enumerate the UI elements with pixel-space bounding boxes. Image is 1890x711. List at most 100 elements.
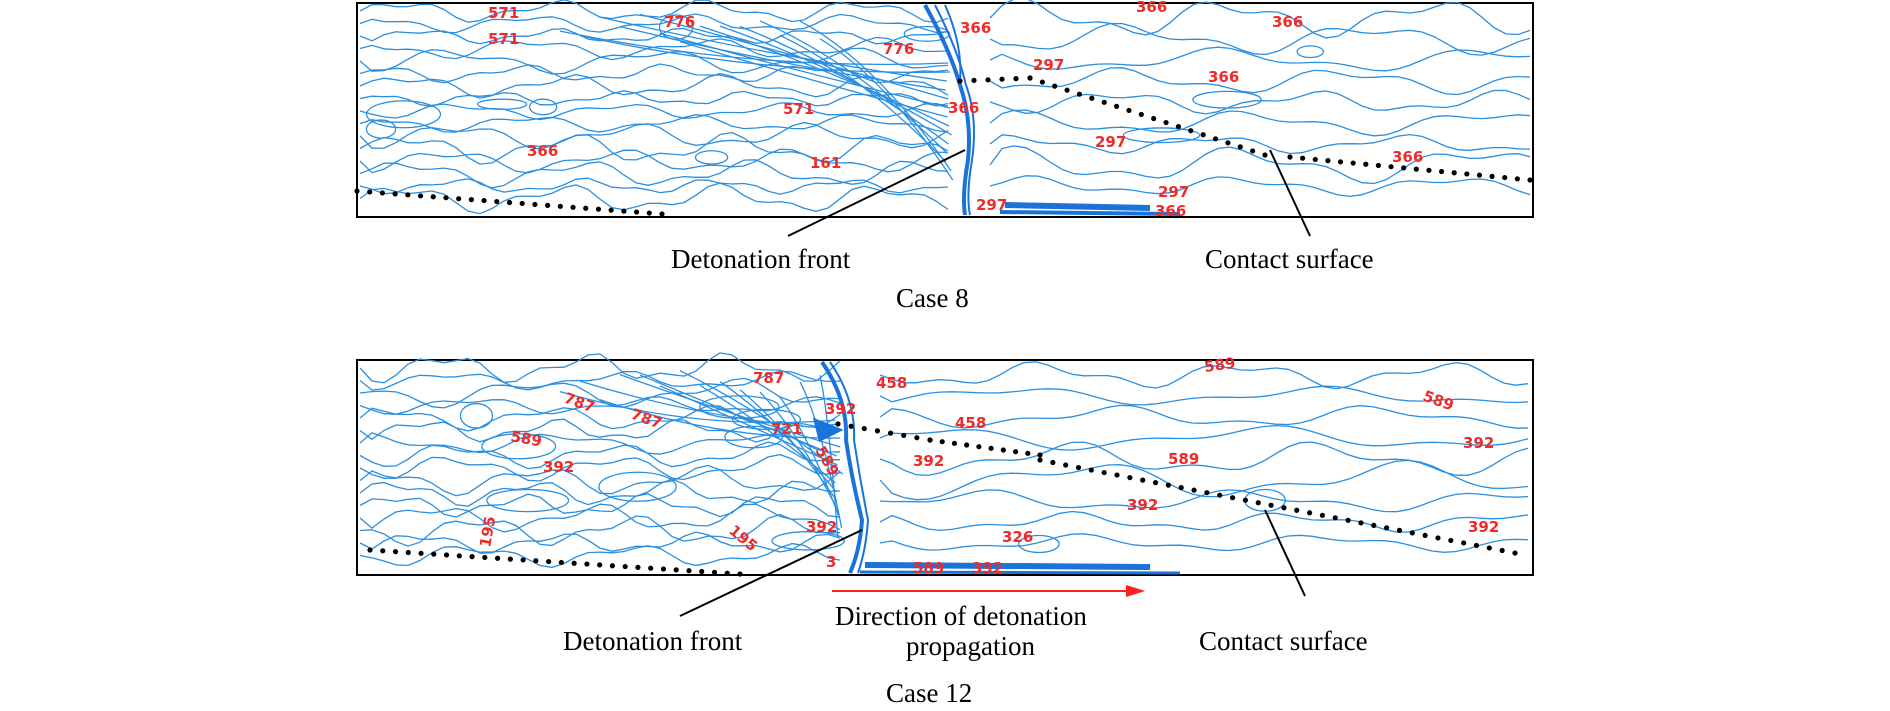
contact-surface-dot — [1165, 482, 1171, 488]
contact-surface-dot — [1075, 464, 1082, 471]
contour-line — [359, 0, 949, 24]
contact-surface-dot — [609, 563, 616, 569]
contact-surface-dot — [901, 432, 907, 439]
contact-surface-dot — [964, 442, 970, 448]
contour-label: 161 — [810, 154, 841, 172]
contact-surface-dot — [392, 549, 399, 555]
contact-surface-dot — [494, 198, 500, 205]
contour-line — [989, 22, 1531, 56]
contour-line — [359, 531, 841, 554]
contour-label: 297 — [976, 196, 1007, 214]
contact-surface-dot — [1451, 170, 1457, 176]
contact-surface-dot — [686, 568, 692, 574]
contour-line — [619, 25, 946, 91]
contact-surface-dot — [1268, 502, 1274, 508]
contact-surface-dot — [971, 77, 977, 83]
contact-surface-dot — [482, 554, 488, 561]
contact-surface-dot — [1025, 450, 1031, 456]
contour-line — [879, 533, 1529, 553]
contour-line — [879, 361, 1529, 390]
contact-surface-dot — [1076, 91, 1083, 97]
contour-line — [1192, 90, 1262, 109]
contact-surface-dot — [1188, 128, 1194, 134]
contact-surface-dot — [443, 195, 449, 201]
contact-surface-dot — [1204, 490, 1210, 496]
contact-surface-dot — [507, 556, 513, 562]
contact-surface-dot — [621, 208, 627, 214]
contour-line — [989, 109, 1531, 137]
contact-surface-dot — [1502, 174, 1508, 181]
contour-label: 366 — [1272, 13, 1303, 31]
contact-surface-dot — [1152, 480, 1159, 486]
detonation-front-label: Detonation front — [671, 244, 851, 274]
contact-surface-dot — [1294, 507, 1300, 513]
contact-surface-dot — [354, 188, 360, 194]
contact-surface-dot — [724, 570, 730, 576]
contour-line — [359, 27, 949, 45]
contour-line — [639, 13, 949, 100]
contact-surface-dot — [443, 552, 450, 558]
contact-surface-dot — [951, 440, 958, 446]
contact-surface-dot — [1332, 515, 1338, 521]
contact-surface-dot — [985, 77, 991, 83]
panel-case-8: 571 571 776 776 366 366 366 297 366 571 … — [354, 0, 1534, 313]
contact-surface-dot — [456, 196, 462, 202]
contour-line — [528, 98, 558, 116]
contact-surface-dot — [988, 445, 994, 451]
contour-label: 392 — [972, 559, 1003, 577]
contour-label: 392 — [913, 452, 944, 470]
contact-surface-dot — [1306, 510, 1313, 516]
contour-line — [989, 0, 1531, 39]
contour-line — [359, 513, 841, 547]
contour-line — [579, 35, 951, 73]
contact-surface-dot — [1063, 462, 1069, 468]
contact-surface-dot — [1027, 75, 1033, 81]
leader-lines — [679, 509, 1306, 617]
contact-surface-dot — [570, 204, 576, 210]
contour-line — [1296, 45, 1324, 59]
contour-field — [359, 0, 1531, 215]
contour-line — [759, 20, 948, 154]
contour-line — [359, 542, 841, 569]
contact-surface-dot — [557, 203, 563, 209]
contour-line — [699, 395, 780, 419]
contact-surface-dot — [1217, 492, 1223, 498]
contact-surface-dot — [533, 558, 539, 564]
contour-line — [359, 182, 949, 215]
contact-surface-dot — [1512, 550, 1518, 556]
contour-line — [459, 402, 494, 429]
contact-surface-dot — [1388, 164, 1394, 170]
contour-line — [359, 503, 841, 533]
contact-surface-dot — [1337, 159, 1344, 165]
contour-label: 297 — [1095, 133, 1126, 151]
contact-surface-dot — [1140, 477, 1146, 483]
contour-label: 366 — [527, 142, 558, 160]
contact-surface-dot — [583, 205, 589, 211]
contact-surface-label: Contact surface — [1199, 626, 1368, 656]
contour-label: 392 — [806, 518, 837, 536]
contour-label: 392 — [1127, 496, 1158, 514]
contact-surface-dot — [1319, 512, 1326, 518]
contour-label: 366 — [1208, 68, 1239, 86]
contact-surface-dot — [648, 565, 654, 571]
contact-surface-dot — [519, 200, 525, 207]
contact-surface-dot — [1514, 176, 1520, 182]
contour-line — [359, 370, 841, 391]
contour-line — [659, 32, 951, 109]
contact-surface-dot — [1052, 83, 1058, 89]
contact-surface-dot — [571, 560, 577, 566]
contact-surface-dot — [699, 568, 705, 575]
contact-surface-dot — [469, 554, 475, 560]
contour-line — [359, 159, 949, 189]
contour-line — [724, 425, 784, 449]
contour-line — [679, 41, 948, 118]
contact-surface-dot — [379, 190, 386, 196]
panel-case-12: 787 458 787 787 589 392 721 458 589 589 … — [356, 352, 1534, 708]
contour-line — [359, 131, 949, 165]
contact-surface-dot — [1212, 136, 1219, 142]
contact-surface-dot — [405, 549, 411, 556]
contact-surface-dot — [1013, 76, 1019, 82]
contact-surface-dot — [431, 551, 437, 557]
contact-surface-dot — [1237, 144, 1243, 150]
